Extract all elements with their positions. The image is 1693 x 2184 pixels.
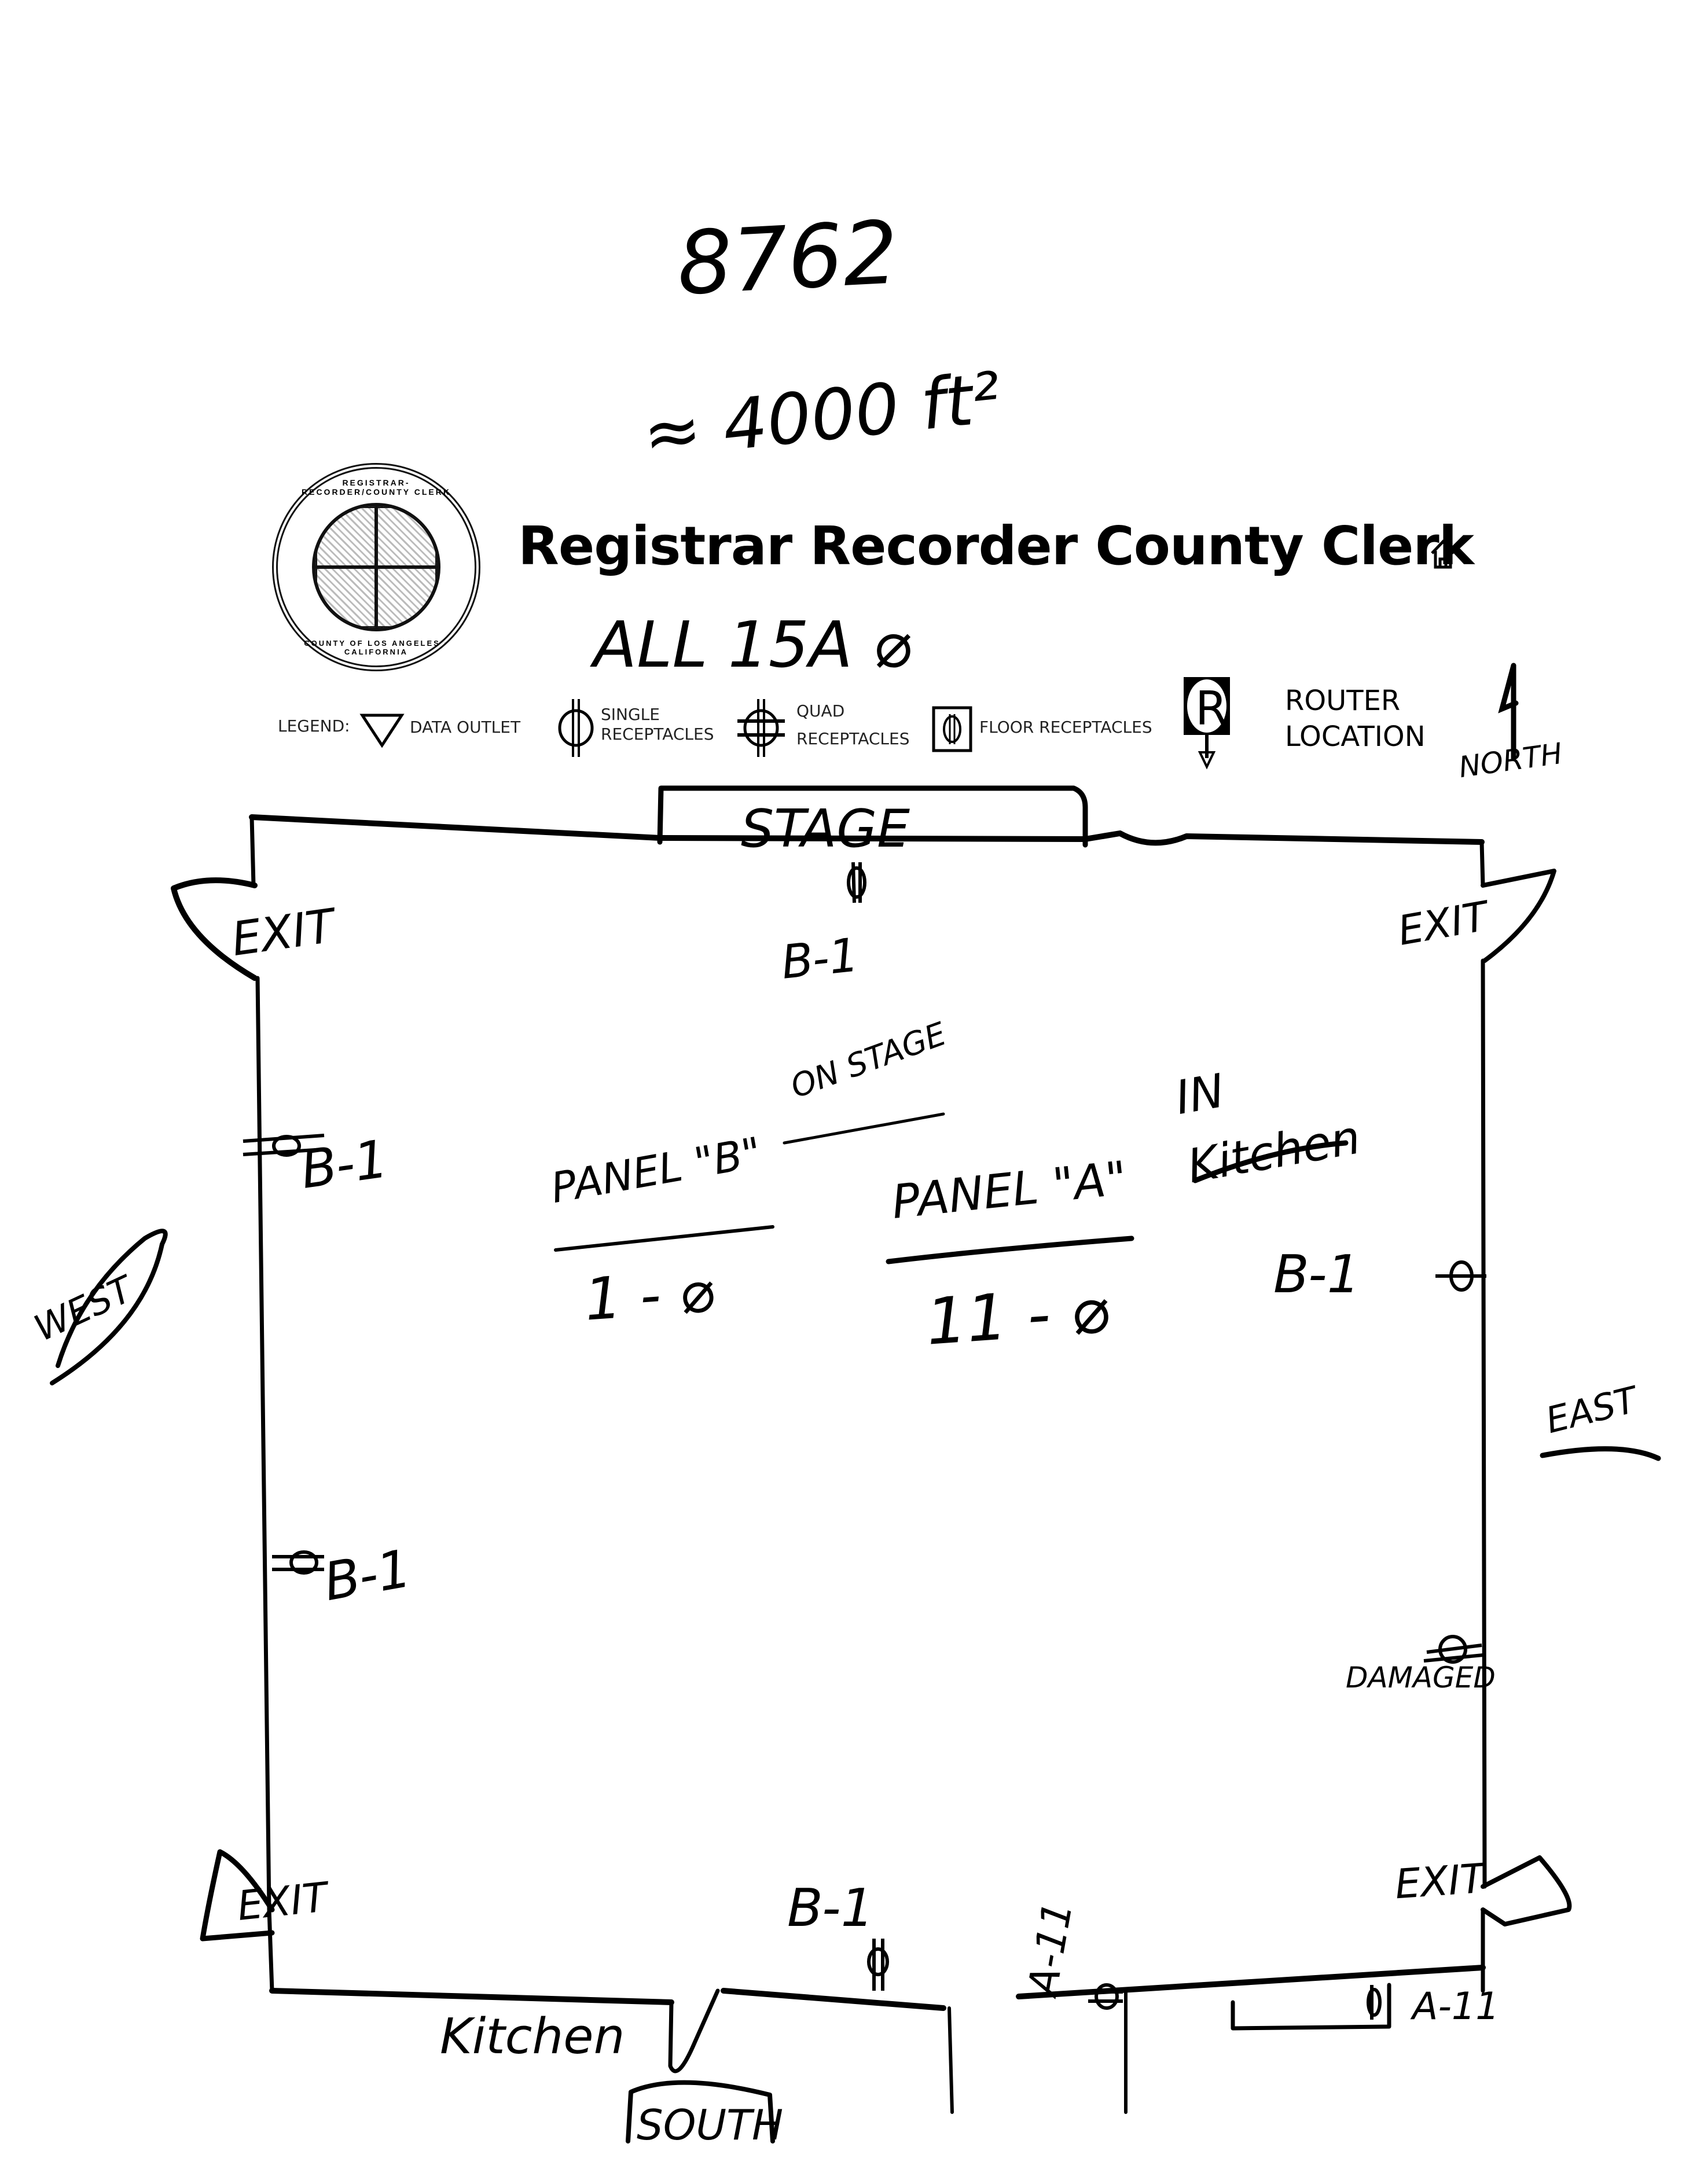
circuit-note: ALL 15A ⌀ [593,608,912,682]
router-icon [1184,677,1230,773]
seal-bottom-text: COUNTY OF LOS ANGELES · CALIFORNIA [304,639,449,656]
outlet-stage-label: B-1 [778,928,861,990]
panel-a-phase: 11 - ⌀ [923,1273,1111,1359]
outlet-south-a11-right-icon [1367,1985,1382,2020]
outlet-west-lower-icon [272,1550,324,1575]
legend-single-label-2: RECEPTACLES [601,725,714,744]
compass-south-label: SOUTH [637,2101,784,2149]
legend-router-label-2: LOCATION [1285,720,1426,753]
south-label-box [626,2080,775,2143]
legend-quad-label-1: QUAD [796,701,845,720]
exit-label-se: EXIT [1393,1854,1487,1909]
stage-underline [783,1112,945,1145]
north-wall [249,814,1485,846]
east-underline [1540,1446,1661,1461]
legend: LEGEND: DATA OUTLET SINGLE RECEPTACLES Q… [272,671,1453,787]
east-wall [1479,840,1487,1993]
single-receptacle-icon [556,699,596,760]
stage-label: STAGE [741,799,910,859]
legend-router-label-1: ROUTER [1285,685,1401,717]
quad-receptacle-icon [735,699,787,760]
page-title: Registrar Recorder County Clerk [518,515,1474,577]
legend-quad-label-2: RECEPTACLES [796,729,910,748]
west-circle [50,1229,168,1385]
exit-door-se [1481,1855,1572,1926]
county-seal-logo: REGISTRAR-RECORDER/COUNTY CLERK COUNTY O… [272,463,480,671]
outlet-stage-icon [847,862,866,903]
corridor-line-left [948,2006,954,2114]
panel-a-underline [886,1236,1134,1264]
legend-single-label-1: SINGLE [601,705,660,724]
outlet-east-damaged-icon [1423,1635,1483,1664]
data-outlet-icon [359,713,405,751]
kitchen-label: Kitchen [440,2008,625,2065]
router-glyph: R [1195,682,1228,736]
seal-emblem [311,502,441,632]
outlet-south-center-label: B-1 [787,1878,874,1939]
legend-floor-label: FLOOR RECEPTACLES [979,718,1152,737]
outlet-east-upper-label: B-1 [1273,1244,1360,1305]
exit-label-sw: EXIT [235,1873,330,1930]
north-arrow-icon [1496,663,1531,764]
panel-b-underline [554,1225,774,1252]
panel-b-phase: 1 - ⌀ [582,1257,717,1334]
kitchen-door [668,1988,720,2073]
outlet-west-upper-icon [243,1134,325,1157]
legend-data-outlet-label: DATA OUTLET [410,718,521,737]
outlet-west-upper-label: B-1 [297,1128,392,1201]
west-wall [249,815,274,1993]
outlet-east-damaged-label: DAMAGED [1346,1661,1496,1694]
legend-label: LEGEND: [278,716,350,736]
exit-door-sw [200,1849,275,1942]
seal-top-text: REGISTRAR-RECORDER/COUNTY CLERK [302,478,451,497]
south-right-box [1231,1983,1391,2031]
home-icon[interactable] [1428,538,1457,570]
exit-door-ne [1481,869,1556,963]
stage-outline [657,785,1088,848]
outlet-south-center-icon [867,1939,889,1991]
outlet-south-a11-left-icon [1088,1983,1123,2010]
floor-receptacle-icon [932,706,972,755]
exit-door-nw [171,877,258,981]
outlet-east-upper-icon [1435,1260,1486,1292]
outlet-south-a11-right-label: A-11 [1412,1985,1500,2028]
kitchen-underline [1192,1140,1349,1183]
